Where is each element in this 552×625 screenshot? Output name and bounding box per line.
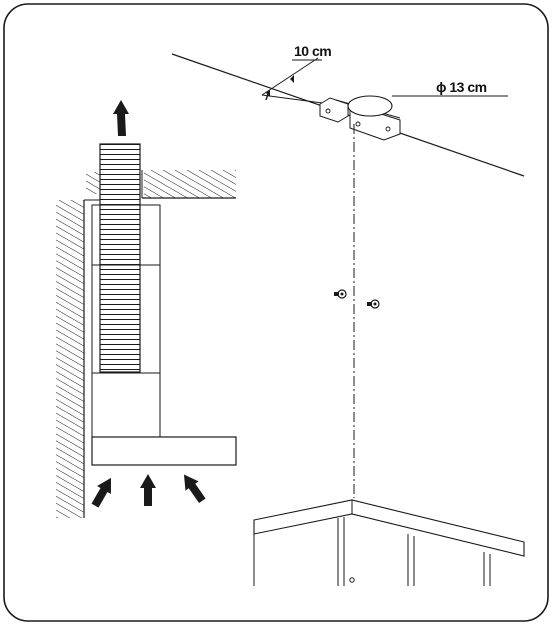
flexible-duct bbox=[99, 143, 141, 373]
duct-outlet bbox=[347, 95, 393, 117]
arrow-up-icon bbox=[113, 100, 129, 136]
ceiling-hatch-left bbox=[86, 172, 100, 194]
bracket-spacing-label: 10 cm bbox=[294, 43, 331, 59]
chimney-lower bbox=[91, 372, 161, 438]
wall-hatch bbox=[56, 200, 84, 518]
diagram-frame bbox=[3, 3, 549, 622]
screw-icon bbox=[334, 289, 347, 299]
bracket-view: 10 cm ϕ 13 cm bbox=[171, 43, 525, 586]
ceiling-hatch bbox=[144, 170, 236, 198]
side-view bbox=[56, 100, 237, 518]
arrow-up-icon bbox=[140, 474, 156, 506]
screw-icon bbox=[367, 299, 380, 309]
arrow-up-icon bbox=[183, 474, 206, 504]
arrow-up-icon bbox=[91, 477, 111, 508]
hood-top bbox=[253, 499, 525, 586]
hood-canopy bbox=[91, 436, 237, 466]
dimension-line bbox=[261, 94, 331, 105]
duct-diameter-label: ϕ 13 cm bbox=[436, 79, 487, 95]
